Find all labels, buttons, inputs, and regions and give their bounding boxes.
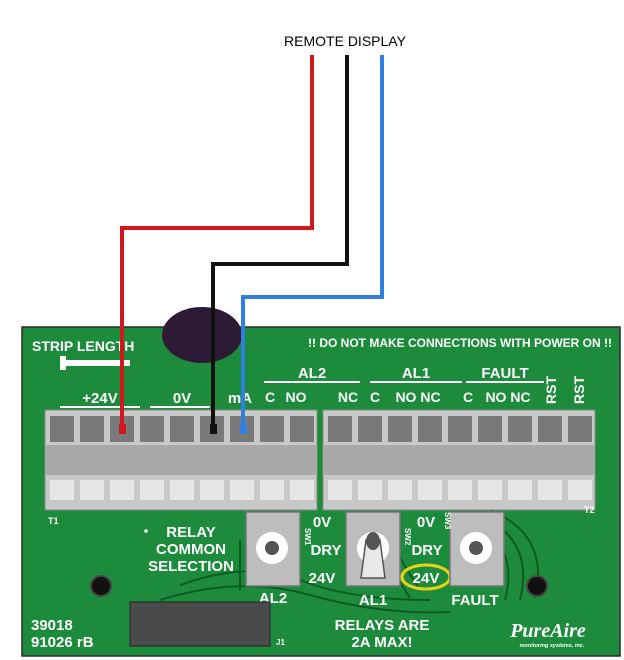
switch-sw3[interactable] — [449, 511, 505, 587]
label-al1-c: C — [370, 389, 380, 405]
terminal-screw — [50, 416, 74, 442]
capacitor — [162, 307, 242, 363]
wire-blue-end — [240, 424, 247, 434]
terminal-entry — [508, 480, 532, 500]
label-al1-nonc: NO NC — [395, 389, 440, 405]
sw2-24v: 24V — [413, 570, 440, 587]
terminal-entry — [50, 480, 74, 500]
switch-label-al1: AL1 — [359, 592, 387, 609]
sw2-dry: DRY — [411, 542, 442, 559]
relay-selection-line2: COMMON — [156, 541, 226, 558]
terminal-screw — [358, 416, 382, 442]
terminal-entry — [358, 480, 382, 500]
strip-length-label: STRIP LENGTH — [32, 338, 134, 354]
terminal-entry — [328, 480, 352, 500]
relay-selection-line1: RELAY — [166, 524, 215, 541]
sw1-0v: 0V — [313, 514, 331, 531]
terminal-screw — [260, 416, 284, 442]
terminal-entry — [388, 480, 412, 500]
connector-j1 — [129, 601, 271, 647]
label-al2-nc: NC — [338, 389, 358, 405]
group-underlines — [60, 381, 544, 408]
warning-label: !! DO NOT MAKE CONNECTIONS WITH POWER ON… — [308, 336, 612, 350]
wire-black-end — [210, 424, 217, 434]
terminal-screw — [328, 416, 352, 442]
label-al2-no: NO — [286, 389, 307, 405]
terminal-entry — [418, 480, 442, 500]
wire-red — [120, 55, 314, 430]
mounting-hole-right — [526, 575, 548, 597]
switch-sw1[interactable] — [245, 511, 301, 587]
pureaire-logo: PureAire monitoring systems, inc. — [509, 620, 586, 649]
terminal-screw — [388, 416, 412, 442]
terminal-entry — [110, 480, 134, 500]
relay-note-line2: 2A MAX! — [351, 634, 412, 651]
relay-selection-line3: SELECTION — [148, 558, 234, 575]
switch-id-sw3: SW3 — [443, 512, 452, 530]
strip-length-gauge — [60, 360, 130, 366]
block-id-t2: T2 — [584, 505, 595, 515]
mounting-hole-left — [90, 575, 112, 597]
terminal-block-t2 — [322, 409, 596, 511]
wire-red-end — [119, 424, 126, 434]
terminal-screw — [538, 416, 562, 442]
terminal-screw — [448, 416, 472, 442]
terminal-screw — [568, 416, 592, 442]
terminal-screw — [508, 416, 532, 442]
label-fault-c: C — [463, 389, 473, 405]
label-plus24v: +24V — [82, 390, 117, 407]
diagram-title: REMOTE DISPLAY — [284, 33, 407, 49]
label-al2-c: C — [265, 389, 275, 405]
terminal-screw — [418, 416, 442, 442]
terminal-entry — [478, 480, 502, 500]
terminal-entry — [538, 480, 562, 500]
label-al2: AL2 — [298, 365, 326, 382]
part-number-line1: 39018 — [31, 617, 73, 634]
terminal-screw — [290, 416, 314, 442]
switch-sw2[interactable] — [345, 511, 401, 587]
label-al1: AL1 — [402, 365, 430, 382]
label-rst-1: RST — [543, 376, 559, 404]
terminal-entry — [80, 480, 104, 500]
label-rst-2: RST — [571, 376, 587, 404]
label-0v: 0V — [173, 390, 191, 407]
terminal-entry — [170, 480, 194, 500]
terminal-entry — [230, 480, 254, 500]
terminal-entry — [260, 480, 284, 500]
terminal-screw — [80, 416, 104, 442]
block-id-t1: T1 — [48, 516, 59, 526]
terminal-entry — [290, 480, 314, 500]
logo-name: PureAire — [509, 620, 586, 642]
wire-black — [211, 55, 349, 430]
label-fault: FAULT — [481, 365, 528, 382]
terminal-entry — [200, 480, 224, 500]
sw1-24v: 24V — [309, 570, 336, 587]
wires — [120, 55, 384, 430]
relay-note-line1: RELAYS ARE — [335, 617, 430, 634]
strip-length-gauge-end — [60, 356, 66, 370]
terminal-screw — [478, 416, 502, 442]
terminal-screw — [170, 416, 194, 442]
switch-label-fault: FAULT — [451, 592, 498, 609]
terminal-entry — [568, 480, 592, 500]
switch-id-sw1: SW1 — [303, 528, 312, 546]
terminal-entry — [448, 480, 472, 500]
selection-dot — [144, 529, 148, 533]
sw1-dry: DRY — [310, 542, 341, 559]
connector-id-j1: J1 — [276, 638, 285, 647]
logo-tagline: monitoring systems, inc. — [520, 643, 585, 649]
switch-id-sw2: SW2 — [403, 528, 412, 546]
sw2-0v: 0V — [417, 514, 435, 531]
terminal-block-t1 — [44, 409, 318, 511]
label-ma: mA — [228, 390, 252, 407]
wire-blue — [241, 55, 384, 430]
part-number-line2: 91026 rB — [31, 634, 94, 651]
terminal-entry — [140, 480, 164, 500]
label-fault-nonc: NO NC — [485, 389, 530, 405]
terminal-screw — [140, 416, 164, 442]
